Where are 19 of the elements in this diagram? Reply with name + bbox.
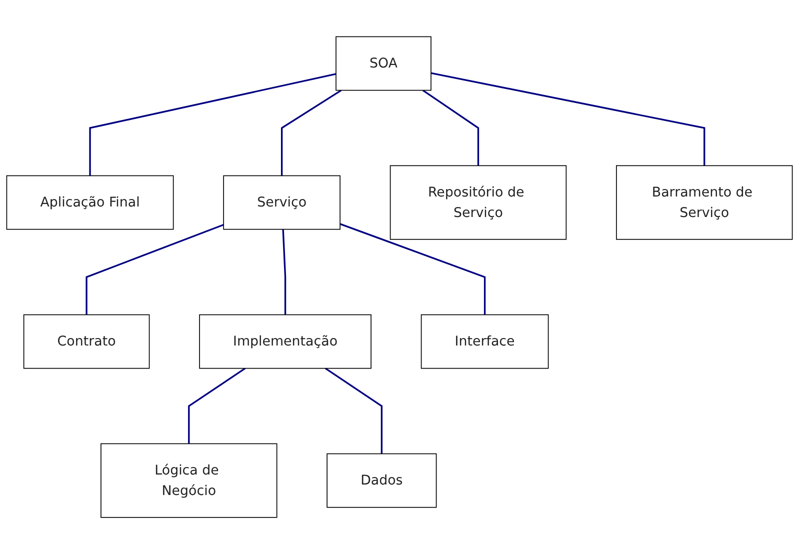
connector (188, 368, 246, 444)
node-box: Barramento de Serviço (616, 166, 793, 240)
node-box: Lógica de Negócio (100, 444, 278, 518)
node-box: SOA (336, 36, 432, 92)
connector (86, 224, 224, 316)
node-box: Interface (420, 314, 549, 370)
connector (89, 74, 336, 176)
node-box: Repositório de Serviço (390, 166, 567, 240)
connector (282, 230, 286, 316)
node-box: Implementação (199, 314, 372, 370)
node-box: Dados (326, 454, 437, 508)
connector (324, 368, 383, 454)
connector (280, 90, 342, 176)
node-box: Serviço (223, 176, 340, 230)
connector (422, 90, 480, 166)
node-box: Contrato (23, 314, 150, 370)
connector (430, 72, 706, 166)
connector (340, 224, 486, 316)
node-box: Aplicação Final (6, 176, 174, 230)
